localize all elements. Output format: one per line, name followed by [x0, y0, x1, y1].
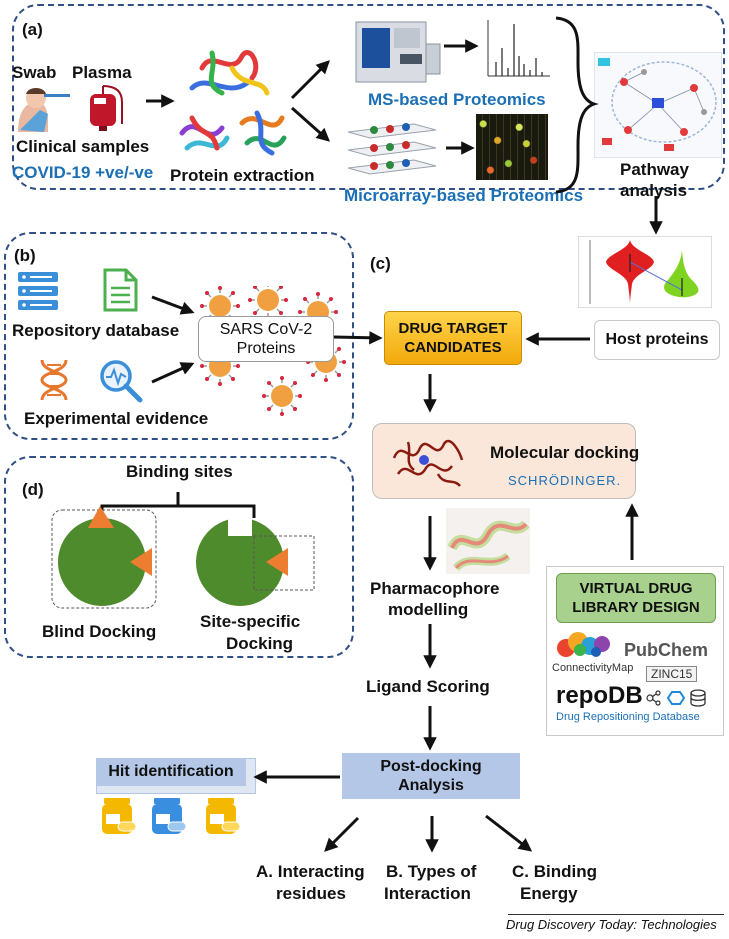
outcome-c-label-1: C. Binding	[512, 862, 597, 881]
hit-identification-header: Hit identification	[96, 758, 246, 786]
microarray-proteomics-label: Microarray-based Proteomics	[344, 186, 584, 205]
ligand-scoring-label: Ligand Scoring	[366, 677, 490, 696]
pathway-analysis-label-1: Pathway	[620, 160, 689, 179]
panel-a-tag: (a)	[22, 20, 43, 39]
virtual-library-header: VIRTUAL DRUG LIBRARY DESIGN	[556, 573, 716, 623]
schrodinger-logo: SCHRÖDINGER.	[508, 473, 622, 488]
post-docking-label-1: Post-docking	[380, 758, 482, 775]
post-docking-box: Post-docking Analysis	[342, 753, 520, 799]
swab-label: Swab	[12, 63, 57, 82]
magnifier-icon	[100, 360, 143, 403]
panel-b-tag: (b)	[14, 246, 36, 265]
virtual-library-label-1: VIRTUAL DRUG	[579, 580, 693, 597]
microarray-image	[476, 114, 548, 180]
molecular-docking-label: Molecular docking	[490, 443, 640, 462]
outcome-b-label-2: Interaction	[384, 884, 471, 903]
pubchem-logo: PubChem	[624, 640, 709, 660]
zinc-logo: ZINC15	[646, 666, 698, 682]
repository-label: Repository database	[12, 321, 180, 340]
server-icon	[18, 272, 58, 310]
outcome-c-label-2: Energy	[520, 884, 578, 903]
site-specific-label-2: Docking	[226, 634, 294, 653]
document-icon	[103, 268, 138, 312]
protein-structure-icon	[179, 50, 287, 156]
footer-rule	[508, 914, 724, 915]
pharmacophore-label-2: modelling	[388, 600, 469, 619]
mass-spectrum-icon	[487, 20, 550, 77]
dna-icon	[40, 359, 68, 401]
drug-target-box: DRUG TARGET CANDIDATES	[384, 311, 522, 365]
outcome-a-label-1: A. Interacting	[256, 862, 365, 881]
drug-target-label-2: CANDIDATES	[404, 339, 502, 356]
covid-label: COVID-19 +ve/-ve	[12, 163, 154, 182]
connectivity-map-icon	[557, 632, 610, 657]
pharmacophore-map-icon	[446, 508, 530, 574]
ms-proteomics-label: MS-based Proteomics	[368, 90, 546, 109]
plasma-label: Plasma	[72, 63, 132, 82]
clinical-samples-label: Clinical samples	[16, 137, 150, 156]
molecular-docking-box	[372, 423, 636, 499]
repodb-subtitle: Drug Repositioning Database	[556, 711, 700, 723]
binding-sites-label: Binding sites	[126, 462, 233, 481]
repodb-icons	[646, 689, 706, 707]
outcome-b-label-1: B. Types of	[386, 862, 477, 881]
pathway-analysis-label-2: analysis	[620, 181, 688, 200]
drug-target-label-1: DRUG TARGET	[398, 320, 508, 337]
host-proteins-box: Host proteins	[594, 320, 720, 360]
blood-bag-icon	[90, 85, 123, 131]
sars-proteins-box: SARS CoV-2 Proteins	[198, 316, 334, 362]
microarray-slides-icon	[347, 123, 437, 175]
violin-plot-icon	[578, 236, 712, 308]
swab-person-icon	[18, 88, 70, 132]
protein-extraction-label: Protein extraction	[170, 166, 315, 185]
experimental-label: Experimental evidence	[24, 409, 209, 428]
post-docking-label-2: Analysis	[398, 777, 464, 794]
binding-site-diagram	[51, 492, 315, 609]
connectivity-map-label: ConnectivityMap	[552, 662, 634, 674]
docking-protein-icon	[392, 439, 464, 487]
outcome-a-label-2: residues	[276, 884, 346, 903]
site-specific-label-1: Site-specific	[200, 612, 301, 631]
panel-d-tag: (d)	[22, 480, 44, 499]
panel-d	[4, 456, 354, 658]
virtual-library-label-2: LIBRARY DESIGN	[572, 599, 700, 616]
journal-credit: Drug Discovery Today: Technologies	[506, 917, 717, 932]
mass-spectrometer-icon	[355, 21, 441, 83]
sars-proteins-label-1: SARS CoV-2	[219, 321, 313, 338]
drug-bottles-icon	[102, 798, 241, 834]
sars-proteins-label-2: Proteins	[236, 340, 296, 357]
panel-a	[12, 4, 725, 190]
pathway-network-icon	[594, 52, 722, 158]
pharmacophore-label-1: Pharmacophore	[370, 579, 500, 598]
hit-identification-label: Hit identification	[108, 763, 234, 780]
panel-c-tag: (c)	[370, 254, 391, 273]
blind-docking-label: Blind Docking	[42, 622, 157, 641]
repodb-logo: repoDB	[556, 682, 643, 709]
host-proteins-label: Host proteins	[605, 331, 709, 348]
